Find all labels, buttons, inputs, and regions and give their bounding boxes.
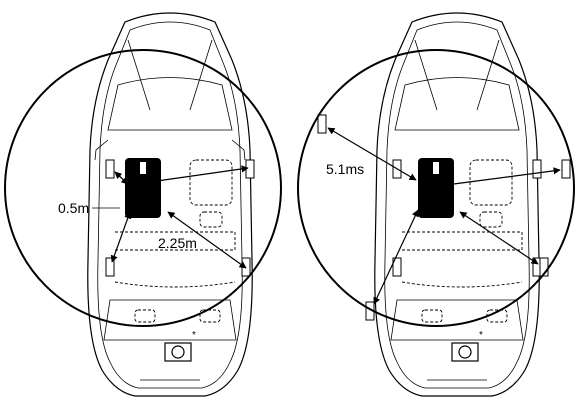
left-distance-arrows — [92, 165, 249, 269]
distance-far-label: 2.25m — [158, 235, 197, 251]
virtual-front-right-speaker — [561, 159, 571, 179]
left-car: * 0.5m 2.25m — [4, 12, 282, 397]
right-front-right-speaker — [532, 159, 542, 179]
right-driver-seat — [418, 158, 454, 218]
virtual-front-left-speaker — [317, 114, 327, 134]
right-car-body — [374, 12, 540, 397]
left-driver-seat-highlight — [140, 162, 146, 174]
left-front-left-speaker — [105, 159, 115, 179]
left-subwoofer — [164, 342, 192, 362]
left-asterisk: * — [192, 330, 196, 341]
left-rear-right-speaker — [241, 257, 251, 277]
left-car-body — [87, 12, 253, 397]
right-asterisk: * — [479, 330, 483, 341]
right-delay-arrows — [327, 127, 561, 305]
right-subwoofer — [451, 342, 479, 362]
left-front-right-speaker — [245, 159, 255, 179]
delay-label: 5.1ms — [326, 161, 364, 177]
distance-near-label: 0.5m — [58, 200, 89, 216]
right-car: * 5.1ms — [297, 12, 575, 397]
left-listening-circle — [4, 49, 282, 327]
right-listening-circle — [297, 49, 575, 327]
right-driver-seat-highlight — [433, 162, 439, 174]
left-rear-left-speaker — [105, 257, 115, 277]
